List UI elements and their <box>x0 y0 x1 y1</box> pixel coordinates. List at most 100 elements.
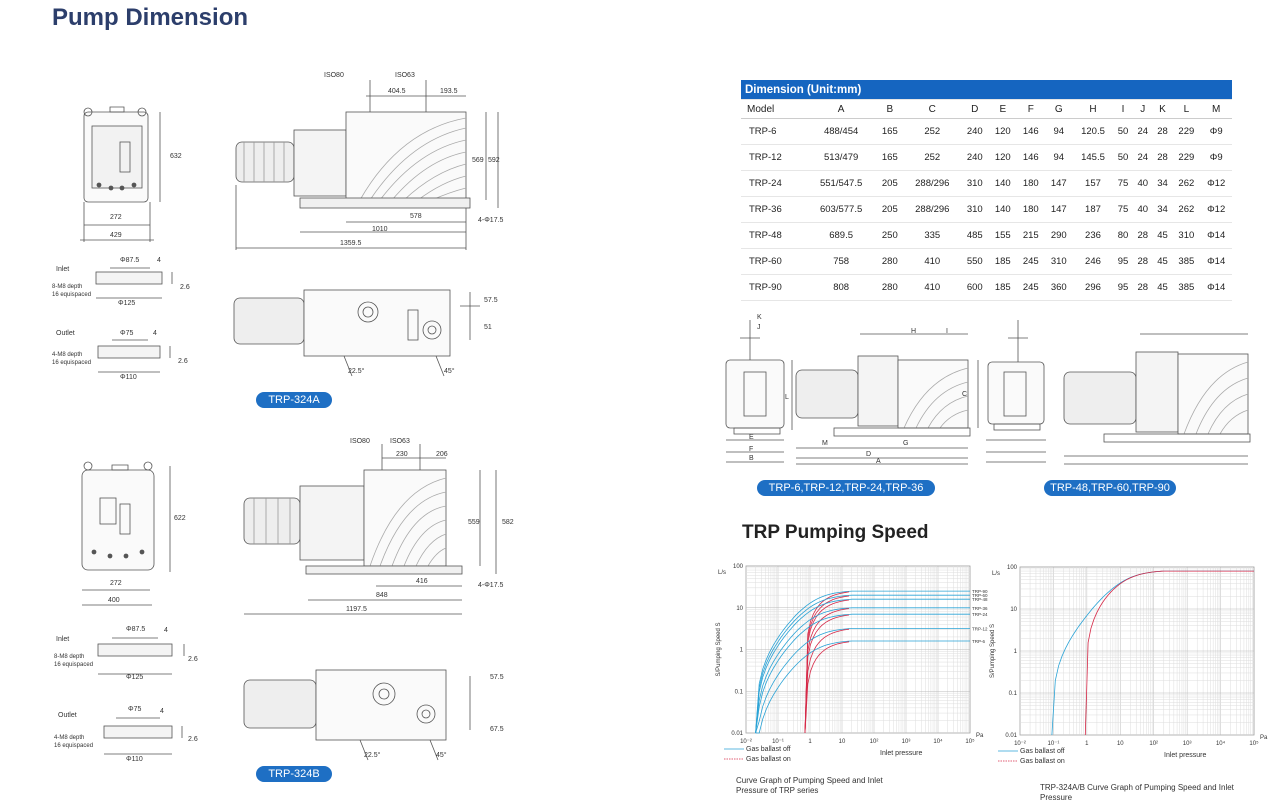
table-cell: Φ12 <box>1200 170 1232 197</box>
table-cell: 262 <box>1172 196 1201 223</box>
a-holes: 4-Φ17.5 <box>478 217 504 224</box>
b-dim-1197: 1197.5 <box>346 606 367 613</box>
large-series-front <box>986 320 1046 463</box>
chart1-series-label: TRP-90 <box>972 589 988 594</box>
outlet-flange-a <box>97 339 171 373</box>
b-outlet-note1: 4-M8 depth <box>54 735 85 741</box>
a-outlet-d1: Φ75 <box>120 330 134 337</box>
b-front-272: 272 <box>110 580 122 587</box>
b-front-height: 622 <box>174 515 186 522</box>
chart1-x-tick: 10³ <box>902 739 911 745</box>
a-top-22: 22.5° <box>348 368 365 375</box>
speed-title: TRP Pumping Speed <box>742 522 929 543</box>
table-cell: 45 <box>1152 274 1173 301</box>
letter-a: A <box>876 458 881 465</box>
table-cell: 229 <box>1172 118 1201 145</box>
chart1-series-on <box>804 641 850 734</box>
b-top-22: 22.5° <box>364 752 381 759</box>
chart1-x-tick: 10 <box>839 739 846 745</box>
column-header-k: K <box>1152 99 1173 119</box>
chart1-series-off <box>755 613 970 734</box>
a-dim-592: 592 <box>488 157 500 164</box>
a-dim-1010: 1010 <box>372 226 388 233</box>
chart1-ylabel: S/Pumping Speed S <box>716 622 722 676</box>
page-title: Pump Dimension <box>52 4 249 31</box>
b-inlet-note2: 16 equispaced <box>54 662 94 668</box>
chart2-xlabel: Inlet pressure <box>1164 752 1207 759</box>
chart1-series-label: TRP-12 <box>972 626 988 631</box>
table-cell: 551/547.5 <box>806 170 876 197</box>
side-view-b <box>243 444 497 615</box>
a-outlet-d2: Φ110 <box>120 374 137 381</box>
b-dim-230: 230 <box>396 451 408 458</box>
chart1-x-tick: 10² <box>870 739 879 745</box>
chart1-y-tick: 100 <box>733 564 744 570</box>
table-cell: 250 <box>875 222 904 249</box>
chart2-series-on <box>1084 570 1254 736</box>
table-cell: 245 <box>1016 274 1045 301</box>
chart1-series-label: TRP-48 <box>972 597 988 602</box>
large-series-side <box>1063 333 1251 465</box>
a-front-height: 632 <box>170 153 182 160</box>
chart1-y-unit: L/s <box>718 570 726 576</box>
b-top-57: 57.5 <box>490 674 504 681</box>
chart2-x-tick: 1 <box>1085 741 1089 747</box>
chart1-series-on <box>804 595 850 734</box>
table-cell: 246 <box>1072 248 1114 275</box>
table-cell: 157 <box>1072 170 1114 197</box>
table-cell: Φ14 <box>1200 274 1232 301</box>
chart1-x-tick: 10⁴ <box>933 738 943 745</box>
table-cell: TRP-60 <box>741 248 807 275</box>
table-cell: 290 <box>1044 222 1073 249</box>
b-dim-848: 848 <box>376 592 388 599</box>
table-cell: TRP-36 <box>741 196 807 223</box>
table-cell: TRP-48 <box>741 222 807 249</box>
chart2-x-tick: 10⁵ <box>1249 740 1259 747</box>
letter-g: G <box>903 440 909 447</box>
table-cell: 280 <box>875 248 904 275</box>
chart1-y-tick: 1 <box>740 648 744 654</box>
letter-l: L <box>785 394 789 401</box>
a-inlet-h: 2.6 <box>180 284 190 291</box>
table-cell: 252 <box>903 144 961 171</box>
table-cell: 485 <box>960 222 989 249</box>
table-cell: 146 <box>1016 118 1045 145</box>
chart2-y-tick: 1 <box>1014 649 1018 655</box>
table-cell: Φ9 <box>1200 118 1232 145</box>
chart1-series-on <box>804 608 850 734</box>
table-cell: 28 <box>1132 274 1153 301</box>
b-holes: 4-Φ17.5 <box>478 582 504 589</box>
table-cell: 28 <box>1152 118 1173 145</box>
column-header-j: J <box>1132 99 1153 119</box>
badge-trp-324a: TRP-324A <box>256 392 332 408</box>
table-cell: 50 <box>1113 118 1133 145</box>
chart2-ylabel: S/Pumping Speed S <box>990 624 996 678</box>
table-cell: 140 <box>988 196 1017 223</box>
b-iso63-label: ISO63 <box>390 438 410 445</box>
table-cell: 385 <box>1172 248 1201 275</box>
inlet-flange-a <box>95 267 173 299</box>
table-cell: 550 <box>960 248 989 275</box>
table-cell: 120.5 <box>1072 118 1114 145</box>
chart2-x-tick: 10³ <box>1183 741 1192 747</box>
chart1-series-label: TRP-36 <box>972 606 988 611</box>
chart1-series-off <box>755 594 970 734</box>
table-cell: 180 <box>1016 196 1045 223</box>
table-cell: 310 <box>960 196 989 223</box>
letter-d: D <box>866 451 872 458</box>
table-cell: 310 <box>1172 222 1201 249</box>
b-inlet-h: 2.6 <box>188 656 198 663</box>
b-iso80-label: ISO80 <box>350 438 370 445</box>
a-iso63-label: ISO63 <box>395 72 415 79</box>
a-top-51: 51 <box>484 324 492 331</box>
table-cell: 95 <box>1113 274 1133 301</box>
column-header-i: I <box>1113 99 1133 119</box>
table-cell: 34 <box>1152 196 1173 223</box>
